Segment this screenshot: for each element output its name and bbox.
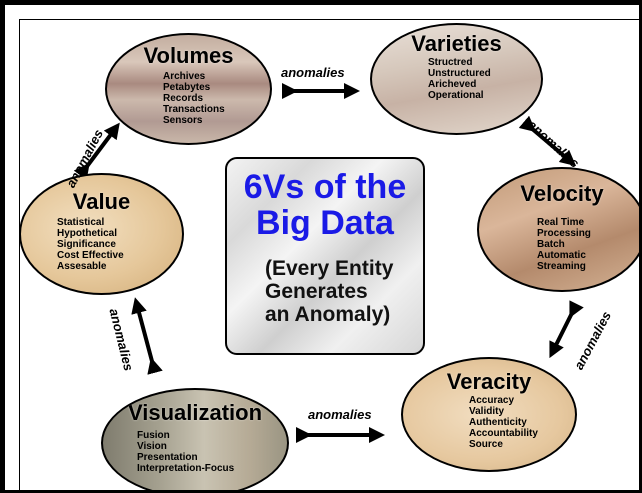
- list-item: Petabytes: [163, 82, 211, 93]
- list-item: Structred: [428, 57, 473, 68]
- list-item: Automatic: [537, 250, 586, 261]
- list-item: Statistical: [57, 217, 105, 228]
- list-item: Accuracy: [469, 395, 515, 406]
- node-items: Accuracy Validity Authenticity Accountab…: [469, 395, 538, 450]
- list-item: Hypothetical: [57, 228, 118, 239]
- center-title: 6Vs of the Big Data: [243, 168, 407, 242]
- connector-arrows: [73, 83, 584, 443]
- list-item: Source: [469, 439, 503, 450]
- arrow-velocity-veracity: [549, 300, 584, 359]
- node-items: Fusion Vision Presentation Interpretatio…: [137, 430, 234, 474]
- node-volumes: Volumes Archives Petabytes Records Trans…: [105, 33, 272, 145]
- list-item: Assesable: [57, 261, 107, 272]
- list-item: Sensors: [163, 115, 203, 126]
- list-item: Records: [163, 93, 204, 104]
- node-items: Archives Petabytes Records Transactions …: [163, 71, 225, 126]
- center-box: 6Vs of the Big Data (Every Entity Genera…: [225, 157, 425, 355]
- arrow-value-volumes: [73, 122, 120, 181]
- node-title: Veracity: [446, 369, 532, 394]
- node-title: Varieties: [411, 31, 502, 56]
- center-subtitle: (Every Entity Generates an Anomaly): [265, 257, 394, 326]
- list-item: Unstructured: [428, 68, 491, 79]
- list-item: Significance: [57, 239, 116, 250]
- list-item: Operational: [428, 90, 484, 101]
- node-varieties: Varieties Structred Unstructured Arichev…: [370, 23, 543, 135]
- list-item: Presentation: [137, 452, 198, 463]
- arrow-visualization-value: [131, 297, 163, 375]
- label-anomalies-veracity-visualization: anomalies: [308, 407, 372, 422]
- node-items: Statistical Hypothetical Significance Co…: [57, 217, 124, 272]
- list-item: Interpretation-Focus: [137, 463, 235, 474]
- list-item: Archives: [163, 71, 206, 82]
- list-item: Cost Effective: [57, 250, 124, 261]
- node-title: Volumes: [143, 43, 234, 68]
- node-value: Value Statistical Hypothetical Significa…: [19, 173, 184, 295]
- inner-border: [19, 19, 639, 490]
- node-veracity: Veracity Accuracy Validity Authenticity …: [401, 357, 577, 472]
- node-title: Visualization: [127, 400, 263, 425]
- node-items: Structred Unstructured Aricheved Operati…: [428, 57, 491, 101]
- list-item: Fusion: [137, 430, 170, 441]
- list-item: Processing: [537, 228, 591, 239]
- list-item: Real Time: [537, 217, 585, 228]
- diagram-frame: Volumes Archives Petabytes Records Trans…: [4, 4, 640, 491]
- list-item: Accountability: [469, 428, 538, 439]
- list-item: Aricheved: [428, 79, 477, 90]
- node-items: Real Time Processing Batch Automatic Str…: [537, 217, 591, 272]
- list-item: Transactions: [163, 104, 225, 115]
- node-visualization: Visualization Fusion Vision Presentation…: [101, 388, 289, 490]
- arrow-varieties-velocity: [518, 115, 577, 167]
- node-title: Velocity: [520, 181, 604, 206]
- list-item: Validity: [469, 406, 505, 417]
- label-anomalies-volumes-varieties: anomalies: [281, 65, 345, 80]
- node-title: Value: [72, 189, 131, 214]
- list-item: Streaming: [537, 261, 586, 272]
- list-item: Batch: [537, 239, 565, 250]
- list-item: Authenticity: [469, 417, 527, 428]
- node-velocity: Velocity Real Time Processing Batch Auto…: [477, 167, 639, 292]
- list-item: Vision: [137, 441, 167, 452]
